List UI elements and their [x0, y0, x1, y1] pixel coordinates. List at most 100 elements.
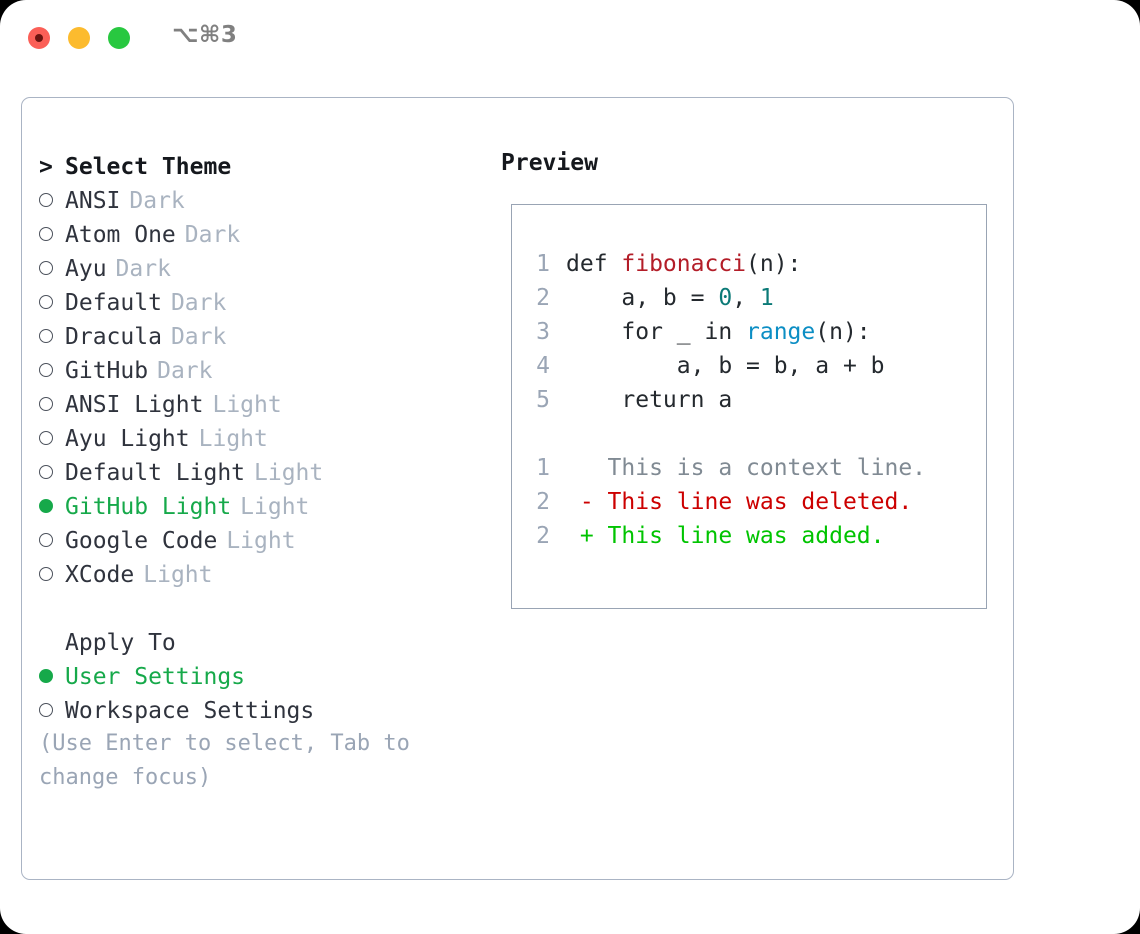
code-line: 3 for _ in range(n):: [528, 315, 926, 349]
theme-radio-slot: [39, 490, 65, 524]
code-token: (n):: [815, 319, 871, 345]
theme-variant-badge: Light: [143, 562, 213, 588]
theme-list-item[interactable]: Default Light Light: [39, 456, 479, 490]
theme-variant-badge: Dark: [184, 222, 241, 248]
theme-radio-slot: [39, 286, 65, 320]
theme-name: Ayu: [65, 256, 107, 282]
theme-variant-badge: Light: [212, 392, 282, 418]
theme-list-item[interactable]: Dracula Dark: [39, 320, 479, 354]
pointer-icon: >: [39, 154, 53, 180]
theme-name: Google Code: [65, 528, 218, 554]
theme-radio-slot: [39, 184, 65, 218]
theme-list-item[interactable]: GitHub Dark: [39, 354, 479, 388]
apply-to-label: Workspace Settings: [65, 698, 315, 724]
diff-text: - This line was deleted.: [566, 489, 913, 515]
radio-unselected-icon: [39, 227, 53, 241]
radio-unselected-icon: [39, 295, 53, 309]
close-button[interactable]: [28, 27, 50, 49]
radio-unselected-icon: [39, 465, 53, 479]
line-number: 5: [536, 387, 550, 413]
theme-name: Ayu Light: [65, 426, 190, 452]
code-token: range: [746, 319, 816, 345]
line-number: 1: [536, 455, 550, 481]
radio-unselected-icon: [39, 533, 53, 547]
line-number: 2: [536, 489, 550, 515]
code-line: 2 a, b = 0, 1: [528, 281, 926, 315]
line-number: 2: [536, 285, 550, 311]
radio-unselected-icon: [39, 567, 53, 581]
radio-unselected-icon: [39, 703, 53, 717]
theme-name: Default: [65, 290, 162, 316]
radio-unselected-icon: [39, 193, 53, 207]
radio-unselected-icon: [39, 397, 53, 411]
line-number: 2: [536, 523, 550, 549]
theme-variant-badge: Light: [240, 494, 310, 520]
theme-radio-slot: [39, 218, 65, 252]
select-theme-heading: > Select Theme: [39, 150, 479, 184]
theme-radio-slot: [39, 354, 65, 388]
theme-variant-badge: Dark: [170, 324, 227, 350]
theme-radio-slot: [39, 320, 65, 354]
zoom-button[interactable]: [108, 27, 130, 49]
code-token: 1: [759, 285, 774, 311]
line-number: 1: [536, 251, 550, 277]
line-number: 3: [536, 319, 550, 345]
theme-name: GitHub: [65, 358, 149, 384]
radio-unselected-icon: [39, 329, 53, 343]
code-token: 0: [718, 285, 733, 311]
preview-title: Preview: [501, 150, 598, 176]
code-token: a, b = b, a + b: [566, 353, 885, 379]
keyboard-shortcut-label: ⌥⌘3: [172, 22, 238, 48]
code-line: 4 a, b = b, a + b: [528, 349, 926, 383]
radio-selected-icon: [39, 669, 53, 683]
apply-to-item[interactable]: Workspace Settings: [39, 694, 479, 728]
theme-radio-slot: [39, 524, 65, 558]
code-token: (n):: [746, 251, 802, 277]
radio-unselected-icon: [39, 261, 53, 275]
minimize-button[interactable]: [68, 27, 90, 49]
apply-to-radio-slot: [39, 660, 65, 694]
code-token: fibonacci: [621, 251, 747, 277]
diff-line: 1 This is a context line.: [528, 451, 926, 485]
diff-text: + This line was added.: [566, 523, 885, 549]
code-token: a, b =: [566, 285, 719, 311]
theme-variant-badge: Light: [254, 460, 324, 486]
apply-to-radio-slot: [39, 694, 65, 728]
code-token: return a: [566, 387, 733, 413]
apply-to-item[interactable]: User Settings: [39, 660, 479, 694]
code-line: 5 return a: [528, 383, 926, 417]
theme-list-item[interactable]: Default Dark: [39, 286, 479, 320]
theme-name: Default Light: [65, 460, 246, 486]
theme-variant-badge: Dark: [170, 290, 227, 316]
code-line: 1 def fibonacci(n):: [528, 247, 926, 281]
theme-radio-slot: [39, 388, 65, 422]
radio-unselected-icon: [39, 363, 53, 377]
diff-text: This is a context line.: [566, 455, 927, 481]
select-theme-title: Select Theme: [65, 154, 232, 180]
theme-variant-badge: Dark: [157, 358, 213, 384]
code-token: def: [566, 251, 622, 277]
line-number: 4: [536, 353, 550, 379]
radio-unselected-icon: [39, 431, 53, 445]
code-diff-separator: [528, 417, 926, 451]
theme-name: GitHub Light: [65, 494, 232, 520]
theme-name: XCode: [65, 562, 135, 588]
theme-name: Atom One: [65, 222, 176, 248]
apply-to-heading: Apply To: [39, 626, 479, 660]
theme-list-item[interactable]: Atom One Dark: [39, 218, 479, 252]
theme-name: Dracula: [65, 324, 162, 350]
theme-radio-slot: [39, 422, 65, 456]
theme-list-item[interactable]: XCode Light: [39, 558, 479, 592]
theme-list-item[interactable]: GitHub Light Light: [39, 490, 479, 524]
